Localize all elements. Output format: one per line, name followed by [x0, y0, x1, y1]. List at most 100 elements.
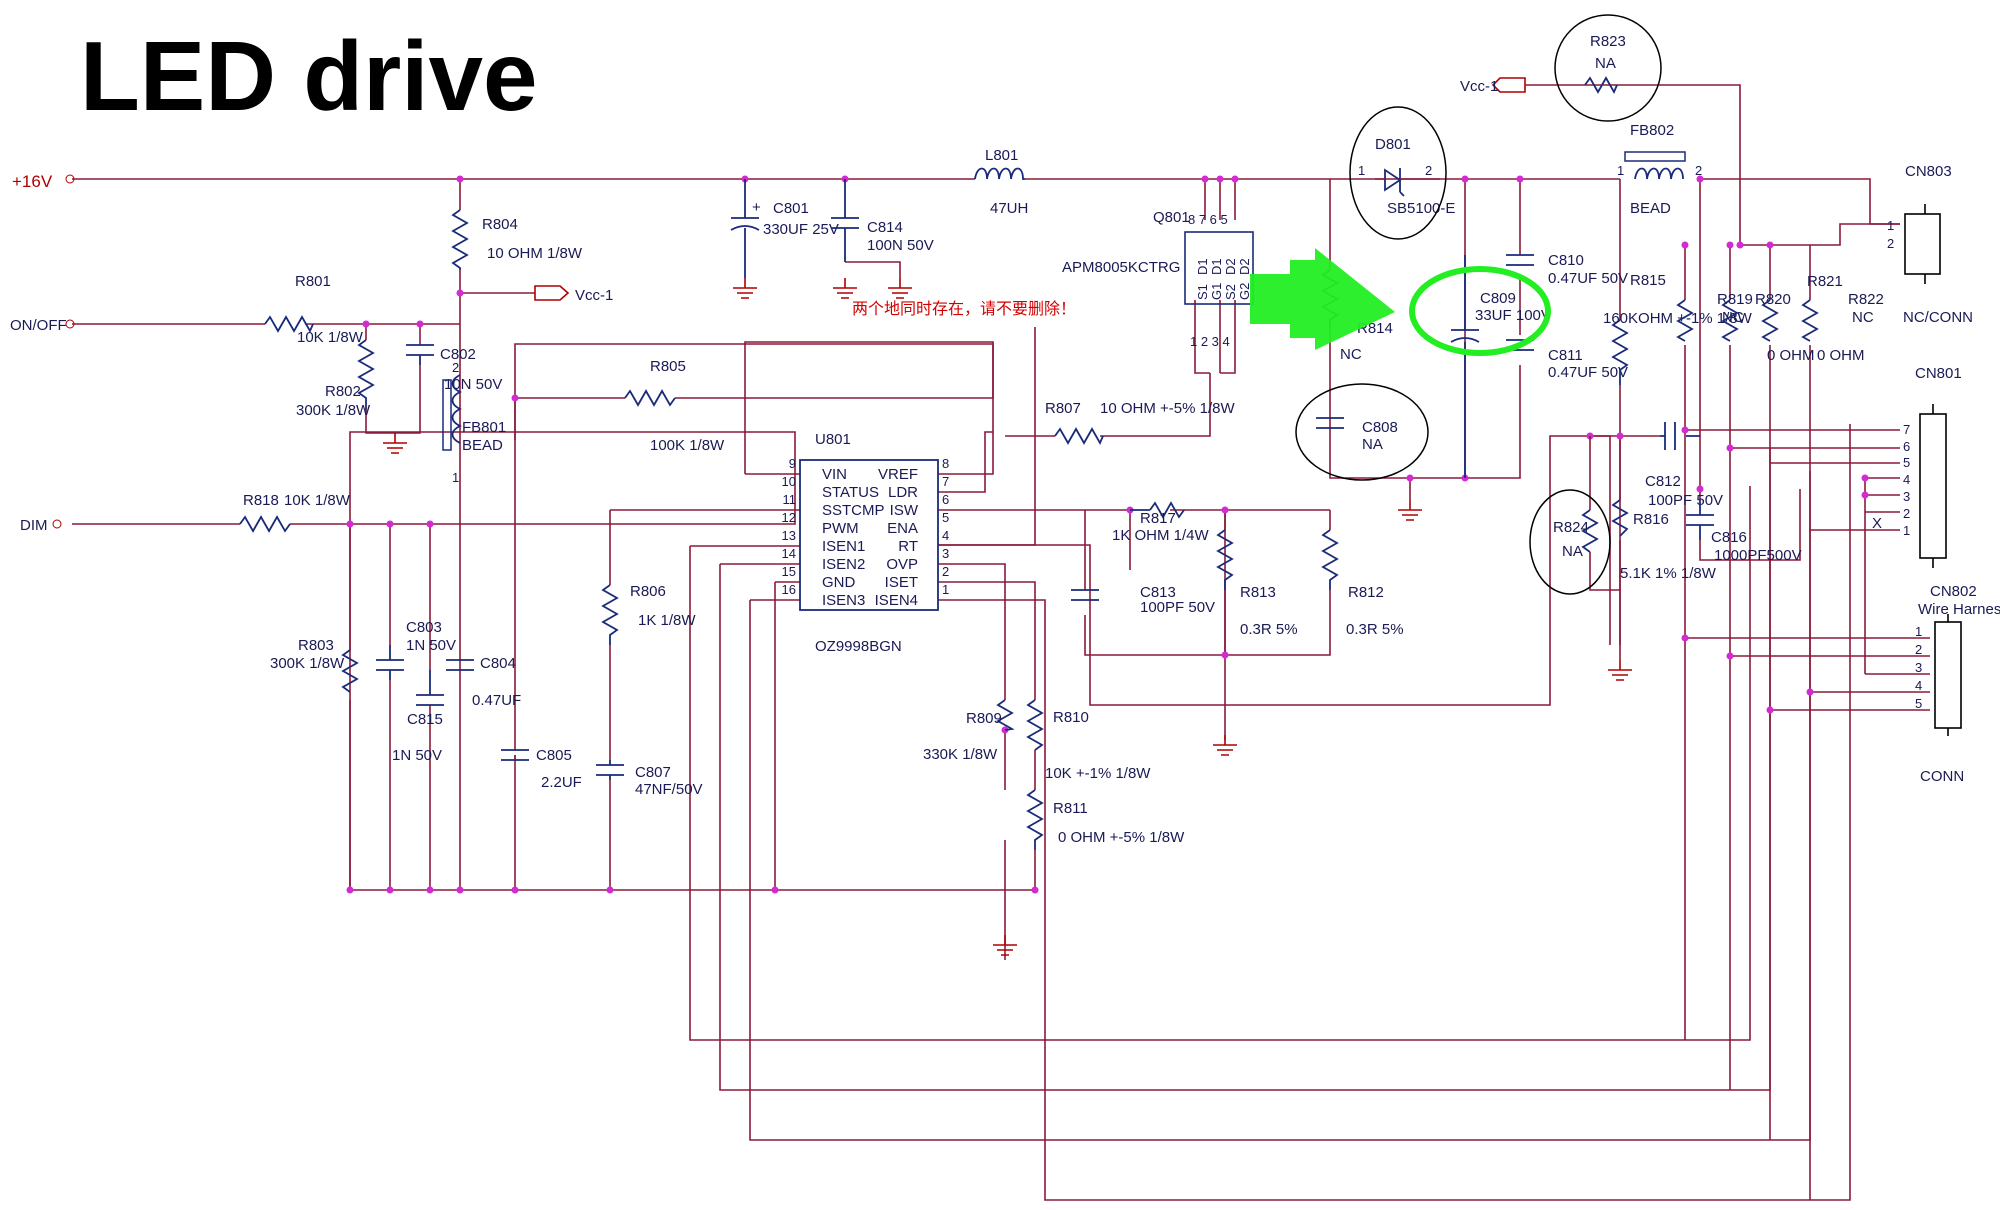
r813-resistor: R813 0.3R 5%	[1216, 529, 1298, 638]
wires	[72, 84, 1930, 1201]
q801-part: APM8005KCTRG	[1062, 259, 1180, 276]
c808-capacitor-part	[1316, 417, 1344, 429]
c803-capacitor-part	[376, 645, 404, 680]
d801-diode: 1 2 D801 SB5100-E	[1340, 106, 1455, 240]
ground-icon	[1608, 660, 1632, 681]
fb801-bead: 2 1 FB801 BEAD	[442, 360, 506, 485]
r824-resistor-part	[1581, 509, 1599, 553]
pin-name: ISET	[885, 574, 918, 591]
q801-mosfet-part: D1 D1 D2 D2 S1 G1 S2 G2	[1195, 258, 1252, 300]
c815-ref: C815	[407, 711, 443, 728]
fb801-value: BEAD	[462, 437, 503, 454]
c813-capacitor-part	[1071, 589, 1099, 601]
r818-resistor: R818 10K 1/8W	[239, 492, 351, 533]
ground-icon	[1213, 735, 1237, 756]
q801-label: G2	[1237, 283, 1252, 300]
cn803-pin: 1	[1887, 218, 1894, 233]
junction-dots-part	[1861, 474, 1869, 482]
r820-value: 0 OHM	[1767, 347, 1815, 364]
r822-ref: R822	[1848, 291, 1884, 308]
pin-number: 7	[942, 474, 949, 489]
c802-ref: C802	[440, 346, 476, 363]
r818-ref: R818	[243, 492, 279, 509]
c813-value: 100PF 50V	[1140, 599, 1215, 616]
r801-resistor: R801 10K 1/8W	[264, 273, 364, 346]
pin-number: 16	[782, 582, 796, 597]
junction-dots-part	[1726, 241, 1734, 249]
fb802-pin1: 1	[1617, 163, 1624, 178]
fb802-bead-part	[1634, 167, 1684, 180]
r823-resistor: R823 NA	[1554, 14, 1662, 122]
junction-dots-part	[1616, 432, 1624, 440]
pin-name: VIN	[822, 466, 847, 483]
net-onoff-port-icon	[65, 319, 75, 329]
r817-value: 1K OHM 1/4W	[1112, 527, 1210, 544]
wires-part	[1465, 179, 1521, 479]
wires-part	[938, 431, 993, 493]
c812-ref: C812	[1645, 473, 1681, 490]
junction-dots-part	[1696, 175, 1704, 183]
c809-capacitor-part	[1450, 255, 1480, 478]
cn803-ref: CN803	[1905, 163, 1952, 180]
junction-dots-part	[426, 886, 434, 894]
r810-ref: R810	[1053, 709, 1089, 726]
c810-ref: C810	[1548, 252, 1584, 269]
d801-callout-circle	[1349, 106, 1447, 240]
r813-value: 0.3R 5%	[1240, 621, 1298, 638]
pin-name: ISEN1	[822, 538, 865, 555]
cn803-value: NC/CONN	[1903, 309, 1973, 326]
c801-value: 330UF 25V	[763, 221, 839, 238]
ground-icon-part	[888, 278, 912, 299]
wires-part	[365, 324, 421, 434]
cn801-pin: 3	[1903, 489, 1910, 504]
net-vcc1-right: Vcc-1	[1460, 78, 1498, 95]
l801-inductor: L801 47UH	[974, 147, 1028, 217]
junction-dots	[346, 175, 1869, 894]
c802-capacitor-part	[406, 344, 434, 365]
net-dim: DIM	[20, 517, 48, 534]
r816-resistor: R816 5.1K 1% 1/8W	[1611, 499, 1717, 582]
r821-resistor-part	[1761, 299, 1779, 342]
r809-resistor: R809 330K 1/8W	[923, 699, 1015, 763]
junction-dots-part	[511, 886, 519, 894]
r817-resistor: R817 1K OHM 1/4W	[1112, 501, 1210, 544]
fb802-value: BEAD	[1630, 200, 1671, 217]
c810-value: 0.47UF 50V	[1548, 270, 1628, 287]
junction-dots-part	[1681, 634, 1689, 642]
r821-value: 0 OHM	[1817, 347, 1865, 364]
l801-inductor-part	[974, 167, 1025, 180]
ground-icon	[993, 935, 1017, 956]
c802-capacitor: C802 10N 50V	[406, 344, 502, 393]
r805-ref: R805	[650, 358, 686, 375]
r822-resistor: R822 NC	[1801, 291, 1884, 342]
r810-resistor: R810 10K +-1% 1/8W	[1026, 699, 1151, 782]
page-title: LED drive	[80, 21, 537, 131]
wires-part	[1194, 300, 1236, 374]
r822-value: NC	[1852, 309, 1874, 326]
vcc1-port-icon	[534, 285, 570, 301]
c816-capacitor: C816 1000PF500V	[1686, 500, 1802, 564]
r811-resistor: R811 0 OHM +-5% 1/8W	[1026, 789, 1185, 850]
r811-ref: R811	[1053, 800, 1088, 817]
cn801-ref: CN801	[1915, 365, 1962, 382]
q801-label: D2	[1237, 258, 1252, 275]
c804-ref: C804	[480, 655, 516, 672]
c814-capacitor-part	[831, 179, 859, 262]
cn801-nc-mark: X	[1872, 515, 1882, 532]
c816-capacitor-part	[1686, 500, 1714, 540]
pin-name: ENA	[887, 520, 918, 537]
wires-part	[514, 343, 994, 890]
pin-number: 4	[942, 528, 949, 543]
r823-resistor-part	[1584, 76, 1618, 95]
pin-name: ISEN3	[822, 592, 865, 609]
ground-icon-part	[733, 278, 757, 299]
junction-dots-part	[1696, 485, 1704, 493]
junction-dots-part	[1766, 241, 1774, 249]
wires-part	[1560, 84, 1900, 246]
r812-ref: R812	[1348, 584, 1384, 601]
r814-value: NC	[1340, 346, 1362, 363]
r801-ref: R801	[295, 273, 331, 290]
wires-part	[1685, 429, 1900, 531]
r804-resistor-part	[451, 209, 469, 270]
ground-icon	[1398, 500, 1422, 521]
